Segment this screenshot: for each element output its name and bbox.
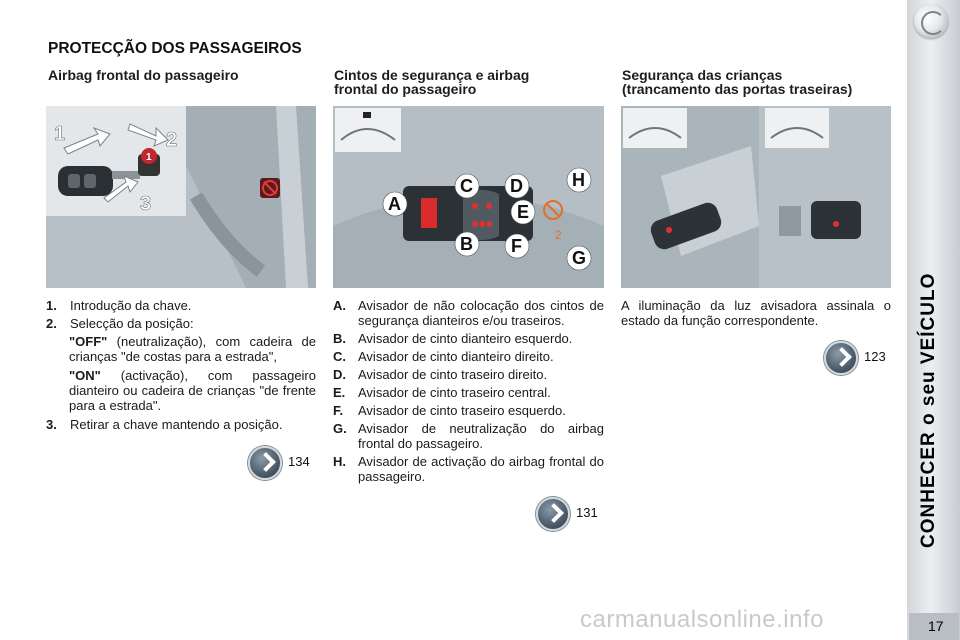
col2-title: Cintos de segurança e airbag frontal do … bbox=[334, 68, 529, 96]
col2-title-line1: Cintos de segurança e airbag bbox=[334, 67, 530, 83]
col1-off-option: "OFF" (neutralização), com cadeira de cr… bbox=[69, 334, 316, 364]
col2-item-A: A.Avisador de não colocação dos cintos d… bbox=[333, 298, 604, 328]
step-1-label: 1 bbox=[54, 123, 65, 145]
label-E: E bbox=[517, 202, 529, 222]
airbag-lamp-number: 2 bbox=[555, 228, 562, 242]
label-G: G bbox=[572, 248, 586, 268]
col2-item-E: E.Avisador de cinto traseiro central. bbox=[333, 385, 551, 400]
arrow-right-icon[interactable] bbox=[824, 341, 858, 375]
col2-item-H: H.Avisador de activação do airbag fronta… bbox=[333, 454, 604, 484]
page-ref-number[interactable]: 123 bbox=[864, 349, 886, 364]
step-2-label: 2 bbox=[166, 129, 177, 151]
page-ref-number[interactable]: 134 bbox=[288, 454, 310, 469]
col1-item-1: 1.Introdução da chave. bbox=[46, 298, 192, 313]
label-D: D bbox=[510, 176, 523, 196]
arrow-right-icon[interactable] bbox=[248, 446, 282, 480]
col2-item-F: F.Avisador de cinto traseiro esquerdo. bbox=[333, 403, 566, 418]
col2-item-B: B.Avisador de cinto dianteiro esquerdo. bbox=[333, 331, 573, 346]
col1-item-2: 2.Selecção da posição: bbox=[46, 316, 194, 331]
col3-title: Segurança das crianças (trancamento das … bbox=[622, 68, 852, 96]
page-number: 17 bbox=[928, 618, 944, 634]
page-number-box bbox=[909, 613, 959, 640]
chapter-sidebar bbox=[907, 0, 960, 640]
page-title: PROTECÇÃO DOS PASSAGEIROS bbox=[48, 40, 302, 57]
key-badge-number: 1 bbox=[146, 152, 152, 163]
page-ref-number[interactable]: 131 bbox=[576, 505, 598, 520]
label-A: A bbox=[388, 194, 401, 214]
step-3-label: 3 bbox=[140, 193, 151, 215]
col2-item-D: D.Avisador de cinto traseiro direito. bbox=[333, 367, 548, 382]
arrow-right-icon[interactable] bbox=[536, 497, 570, 531]
col3-text: A iluminação da luz avisadora assinala o… bbox=[621, 298, 891, 328]
col3-title-line2: (trancamento das portas traseiras) bbox=[622, 81, 853, 97]
col1-item-3: 3.Retirar a chave mantendo a posição. bbox=[46, 417, 283, 432]
airbag-key-illustration: 1 1 2 3 bbox=[46, 106, 316, 288]
col2-title-line2: frontal do passageiro bbox=[334, 81, 477, 97]
col3-title-line1: Segurança das crianças bbox=[622, 67, 783, 83]
label-C: C bbox=[460, 176, 473, 196]
col2-text: A.Avisador de não colocação dos cintos d… bbox=[333, 298, 604, 487]
seatbelt-warning-illustration: 2 A C D E B F H G bbox=[333, 106, 604, 288]
col2-item-G: G.Avisador de neutralização do airbag fr… bbox=[333, 421, 604, 451]
col1-on-option: "ON" (activação), com passageiro diantei… bbox=[69, 368, 316, 413]
chapter-title: CONHECER o seu VEÍCULO bbox=[918, 272, 939, 548]
col2-item-C: C.Avisador de cinto dianteiro direito. bbox=[333, 349, 554, 364]
label-H: H bbox=[572, 170, 585, 190]
watermark: carmanualsonline.info bbox=[580, 606, 824, 633]
label-B: B bbox=[460, 234, 473, 254]
child-lock-illustration bbox=[621, 106, 891, 288]
chapter-icon bbox=[914, 4, 948, 38]
col1-title: Airbag frontal do passageiro bbox=[48, 67, 239, 83]
label-F: F bbox=[511, 236, 522, 256]
col1-text: 1.Introdução da chave. 2.Selecção da pos… bbox=[46, 298, 316, 435]
